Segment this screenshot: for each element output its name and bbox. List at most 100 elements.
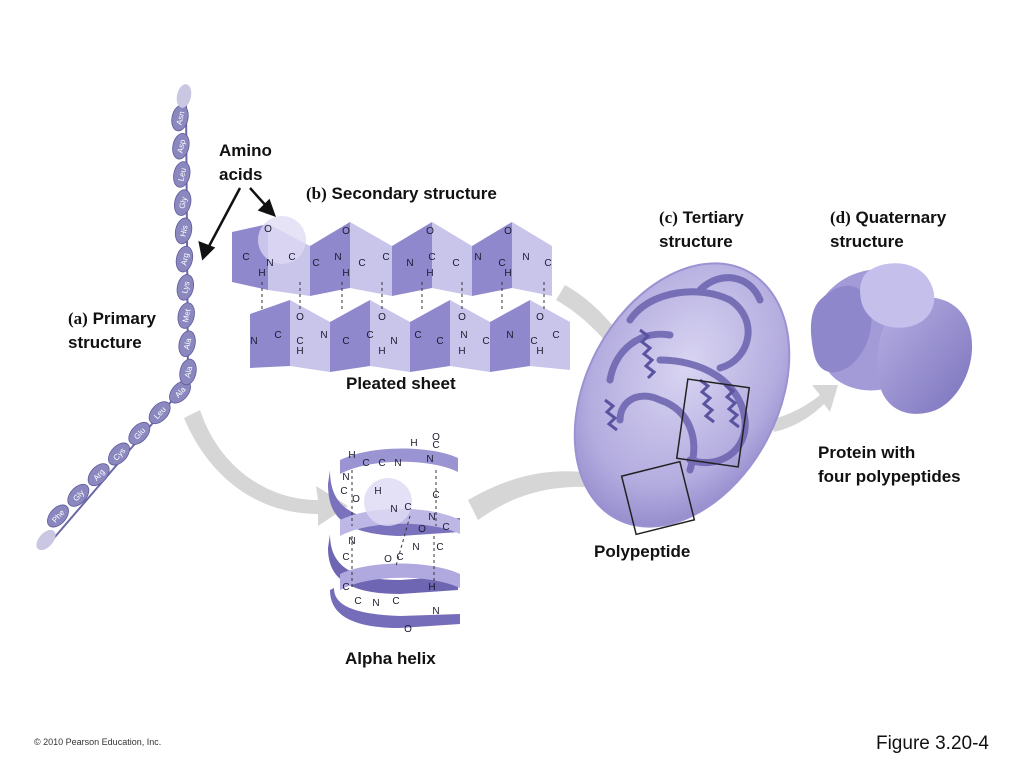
- atom-symbol: C: [404, 502, 411, 513]
- atom-symbol: N: [348, 536, 355, 547]
- atom-symbol: C: [354, 596, 361, 607]
- quaternary-structure-label: (d) Quaternary structure: [830, 208, 947, 251]
- amino-acid-bead: Glu: [128, 421, 151, 445]
- amino-acid-bead: Arg: [87, 463, 110, 487]
- atom-symbol: H: [348, 450, 355, 461]
- atom-symbol: H: [504, 268, 511, 279]
- atom-symbol: O: [342, 226, 350, 237]
- amino-acid-name: Leu: [176, 167, 188, 182]
- atom-symbol: C: [442, 522, 449, 533]
- atom-symbol: O: [296, 312, 304, 323]
- atom-symbol: N: [474, 252, 481, 263]
- atom-symbol: C: [382, 252, 389, 263]
- atom-symbol: C: [342, 582, 349, 593]
- atom-symbol: O: [418, 524, 426, 535]
- atom-symbol: H: [458, 346, 465, 357]
- amino-acid-bead: Arg: [175, 245, 194, 273]
- atom-symbol: C: [296, 336, 303, 347]
- amino-acid-chain: PheGlyArgCysGluLeuAlaAlaAlaMetLysArgHisG…: [36, 84, 197, 551]
- atom-symbol: C: [396, 552, 403, 563]
- sheet-strand-top: [232, 222, 552, 296]
- atom-symbol: C: [362, 458, 369, 469]
- atom-symbol: H: [536, 346, 543, 357]
- atom-symbol: H: [378, 346, 385, 357]
- atom-symbol: N: [334, 252, 341, 263]
- atom-symbol: N: [460, 330, 467, 341]
- amino-acids-label: Amino acids: [219, 141, 272, 184]
- amino-acid-bead: Cys: [108, 442, 130, 466]
- atom-symbol: C: [312, 258, 319, 269]
- atom-symbol: N: [250, 336, 257, 347]
- atom-symbol: C: [452, 258, 459, 269]
- atom-symbol: H: [296, 346, 303, 357]
- atom-symbol: O: [384, 554, 392, 565]
- atom-symbol: C: [358, 258, 365, 269]
- atom-symbol: C: [414, 330, 421, 341]
- atom-symbol: H: [410, 438, 417, 449]
- sheet-highlight-circle: [258, 216, 306, 264]
- primary-structure-label: (a) Primary structure: [68, 309, 156, 352]
- amino-acid-bead: Leu: [173, 161, 191, 188]
- amino-acid-bead: Gly: [67, 483, 90, 507]
- atom-symbol: C: [498, 258, 505, 269]
- amino-acid-name: Gly: [178, 196, 189, 210]
- atom-symbol: O: [536, 312, 544, 323]
- figure-number: Figure 3.20-4: [875, 733, 989, 754]
- amino-acid-name: Asn: [175, 110, 187, 125]
- atom-symbol: N: [428, 512, 435, 523]
- atom-symbol: C: [432, 490, 439, 501]
- amino-acid-name: Lys: [180, 281, 191, 295]
- amino-acid-bead: Asn: [171, 104, 189, 132]
- atom-symbol: O: [352, 494, 360, 505]
- atom-symbol: H: [428, 582, 435, 593]
- atom-symbol: O: [432, 432, 440, 443]
- atom-symbol: O: [458, 312, 466, 323]
- atom-symbol: N: [390, 336, 397, 347]
- amino-acid-bead: Leu: [148, 401, 171, 425]
- atom-symbol: N: [372, 598, 379, 609]
- atom-symbol: C: [342, 336, 349, 347]
- atom-symbol: O: [378, 312, 386, 323]
- amino-acid-bead: Phe: [47, 504, 69, 528]
- tertiary-globule: [573, 262, 791, 528]
- tertiary-structure: [573, 262, 791, 536]
- atom-symbol: C: [544, 258, 551, 269]
- atom-symbol: N: [406, 258, 413, 269]
- amino-acid-name: Arg: [179, 252, 190, 266]
- atom-symbol: C: [342, 552, 349, 563]
- atom-symbol: H: [258, 268, 265, 279]
- atom-symbol: O: [404, 624, 412, 635]
- sheet-hydrogen-bonds: [261, 282, 545, 312]
- atom-symbol: C: [428, 252, 435, 263]
- amino-acids-pointer: [198, 187, 277, 261]
- amino-acid-bead: Ala: [178, 330, 196, 358]
- secondary-structure-label: (b) Secondary structure: [306, 184, 497, 203]
- atom-symbol: N: [432, 606, 439, 617]
- faded-bead: [176, 84, 192, 108]
- quaternary-structure: [810, 263, 973, 414]
- atom-symbol: O: [504, 226, 512, 237]
- amino-acid-name: His: [178, 224, 189, 237]
- amino-acid-bead: Ala: [169, 380, 191, 404]
- amino-acid-name: Met: [181, 307, 193, 323]
- protein-label: Protein with four polypeptides: [818, 443, 961, 486]
- atom-symbol: C: [392, 596, 399, 607]
- atom-symbol: N: [426, 454, 433, 465]
- atom-symbol: N: [320, 330, 327, 341]
- atom-symbol: N: [506, 330, 513, 341]
- atom-symbol: N: [394, 458, 401, 469]
- atom-symbol: C: [552, 330, 559, 341]
- atom-symbol: N: [412, 542, 419, 553]
- atom-symbol: C: [530, 336, 537, 347]
- atom-symbol: N: [266, 258, 273, 269]
- polypeptide-label: Polypeptide: [594, 542, 691, 561]
- atom-symbol: N: [342, 472, 349, 483]
- amino-acid-bead: Lys: [176, 274, 195, 301]
- amino-acid-name: Ala: [183, 365, 194, 379]
- tertiary-sheet-inset: [675, 378, 751, 468]
- atom-symbol: C: [378, 458, 385, 469]
- atom-symbol: C: [242, 252, 249, 263]
- atom-symbol: H: [426, 268, 433, 279]
